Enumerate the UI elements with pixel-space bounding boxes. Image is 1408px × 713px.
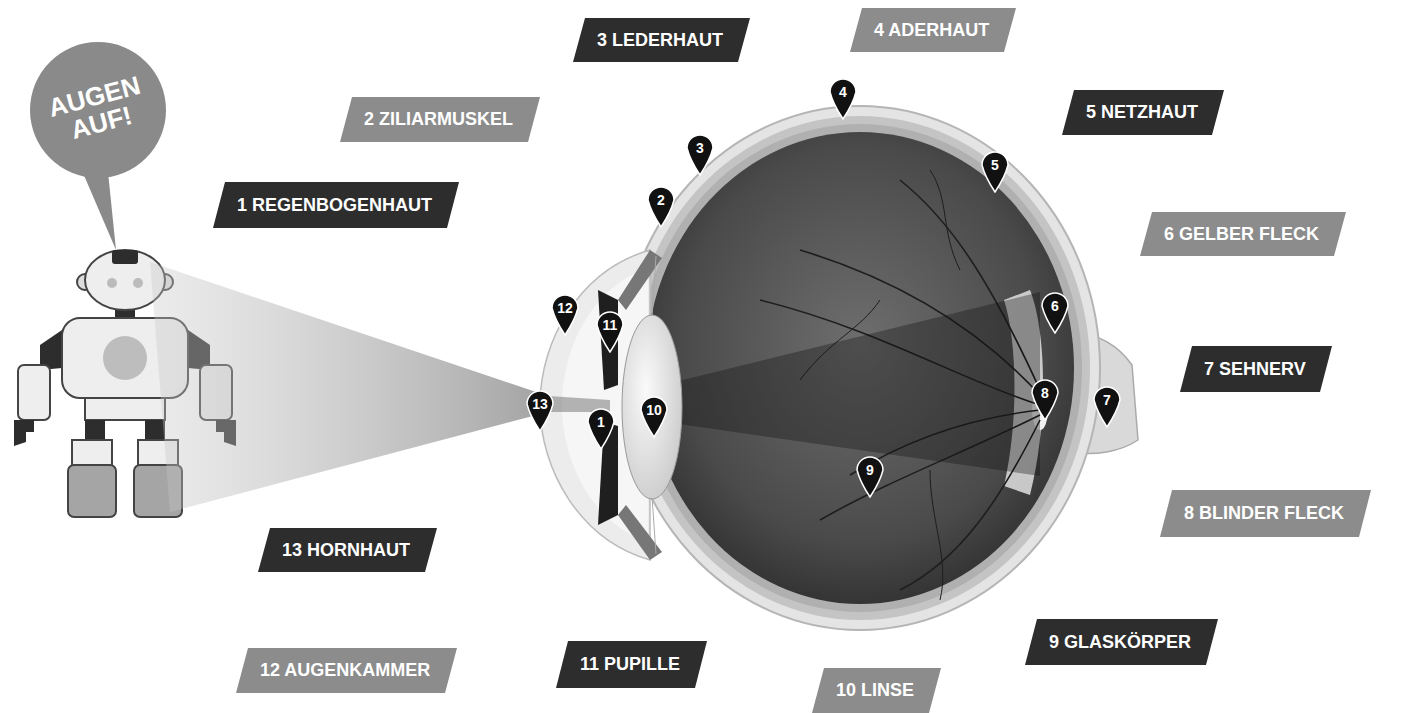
- callout-pin: [857, 457, 883, 497]
- part-label-tag: 2 ZILIARMUSKEL: [340, 97, 540, 142]
- callout-pin: [527, 391, 553, 431]
- robot-eye: [107, 278, 117, 288]
- tag-text: 9 GLASKÖRPER: [1025, 619, 1215, 665]
- part-label-tag: 8 BLINDER FLECK: [1160, 490, 1371, 537]
- callout-number: 3: [687, 135, 713, 161]
- callout-pin: [1032, 380, 1058, 420]
- lens: [622, 315, 682, 499]
- tag-band: [1025, 619, 1218, 665]
- callout-number: 5: [982, 152, 1008, 178]
- part-label-tag: 12 AUGENKAMMER: [236, 648, 457, 693]
- part-label-tag: 4 ADERHAUT: [850, 8, 1016, 52]
- callout-pin: [648, 187, 674, 227]
- callout-number: 1: [588, 409, 614, 435]
- part-label-tag: 6 GELBER FLECK: [1140, 212, 1346, 256]
- callout-number: 10: [641, 397, 667, 423]
- part-label-tag: 9 GLASKÖRPER: [1025, 619, 1218, 665]
- callout-pin: [1042, 293, 1068, 333]
- callout-number: 6: [1042, 293, 1068, 319]
- tag-text: 13 HORNHAUT: [258, 528, 434, 572]
- part-label-tag: 11 PUPILLE: [556, 641, 707, 688]
- part-label-tag: 13 HORNHAUT: [258, 528, 437, 572]
- callout-number: 9: [857, 457, 883, 483]
- callout-number: 11: [597, 312, 623, 338]
- zonule-fiber: [652, 496, 656, 554]
- tag-text: 11 PUPILLE: [556, 641, 704, 688]
- part-label-tag: 5 NETZHAUT: [1062, 90, 1224, 135]
- tag-band: [1180, 346, 1332, 392]
- tag-text: 2 ZILIARMUSKEL: [340, 97, 537, 142]
- callout-pin: [982, 152, 1008, 192]
- tag-text: 10 LINSE: [812, 668, 938, 713]
- tag-band: [556, 641, 707, 688]
- robot-joint: [85, 420, 105, 442]
- tag-band: [1140, 212, 1346, 256]
- bubble-circle: [30, 42, 166, 178]
- tag-text: 12 AUGENKAMMER: [236, 648, 454, 693]
- zonule-fiber: [652, 256, 656, 318]
- tag-text: 4 ADERHAUT: [850, 8, 1013, 52]
- tag-text: 1 REGENBOGENHAUT: [213, 182, 456, 228]
- tag-band: [812, 668, 941, 713]
- tag-band: [573, 18, 750, 62]
- callout-number: 8: [1032, 380, 1058, 406]
- light-beam: [150, 262, 548, 512]
- speech-bubble: AUGEN AUF!: [28, 40, 168, 180]
- tag-band: [850, 8, 1016, 52]
- vessel: [930, 470, 943, 600]
- bubble-tail: [80, 166, 116, 250]
- part-label-tag: 3 LEDERHAUT: [573, 18, 750, 62]
- callout-pin: [588, 409, 614, 449]
- robot-joint: [145, 420, 165, 442]
- tag-band: [1160, 490, 1371, 537]
- robot-hand: [14, 420, 34, 446]
- tag-band: [340, 97, 540, 142]
- robot-chest: [103, 336, 147, 380]
- tag-band: [1062, 90, 1224, 135]
- callout-pin: [1094, 387, 1120, 427]
- callout-number: 13: [527, 391, 553, 417]
- vessel: [930, 170, 960, 270]
- part-label-tag: 7 SEHNERV: [1180, 346, 1332, 392]
- callout-pin: [830, 79, 856, 119]
- robot-boot: [68, 465, 116, 517]
- robot-head-band: [112, 250, 138, 264]
- callout-number: 2: [648, 187, 674, 213]
- tag-band: [258, 528, 437, 572]
- tag-band: [236, 648, 457, 693]
- tag-text: 5 NETZHAUT: [1062, 90, 1222, 135]
- part-label-tag: 1 REGENBOGENHAUT: [213, 182, 459, 228]
- callout-pin: [687, 135, 713, 175]
- tag-text: 8 BLINDER FLECK: [1160, 490, 1368, 537]
- callout-number: 7: [1094, 387, 1120, 413]
- tag-text: 6 GELBER FLECK: [1140, 212, 1343, 256]
- robot-arm: [18, 365, 50, 420]
- part-label-tag: 10 LINSE: [812, 668, 941, 713]
- tag-text: 7 SEHNERV: [1180, 346, 1330, 392]
- callout-pin: [641, 397, 667, 437]
- robot-eye: [133, 278, 143, 288]
- callout-number: 4: [830, 79, 856, 105]
- tag-text: 3 LEDERHAUT: [573, 18, 747, 62]
- robot-hip: [85, 398, 165, 420]
- tag-band: [213, 182, 459, 228]
- callout-pin: [552, 295, 578, 335]
- callout-pin: [597, 312, 623, 352]
- callout-number: 12: [552, 295, 578, 321]
